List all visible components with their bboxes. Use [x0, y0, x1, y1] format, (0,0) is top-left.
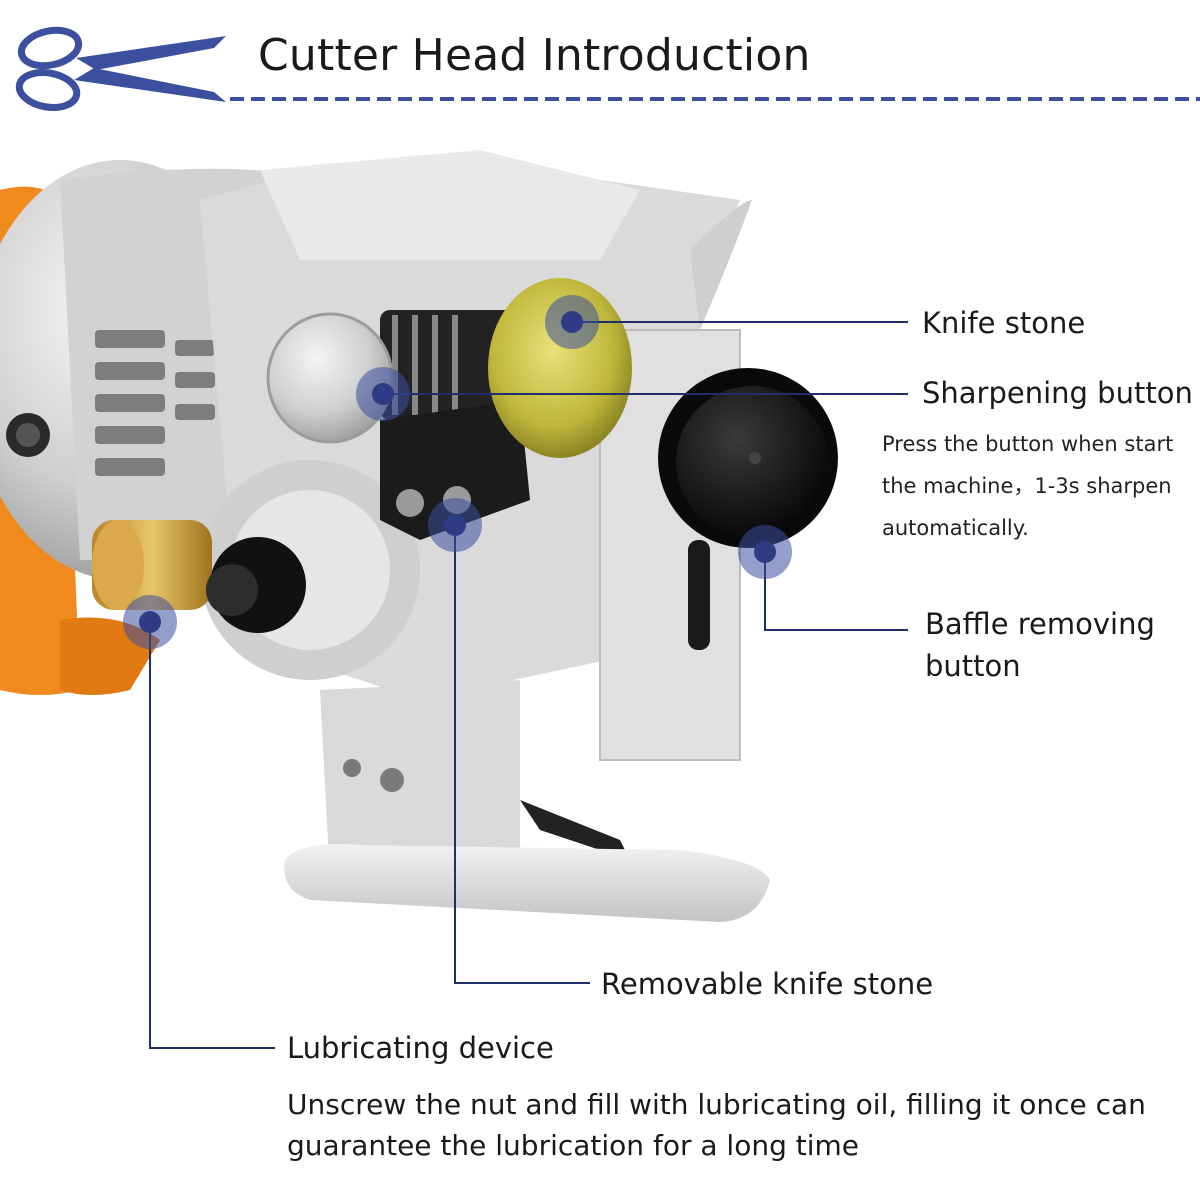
sharpening-note-line-1: Press the button when start	[882, 432, 1174, 456]
sharpening-button-note: Press the button when start the machine，…	[882, 423, 1192, 549]
baffle-removing-button-label: Baffle removing button	[925, 603, 1155, 687]
lubricating-desc-line-1: Unscrew the nut and fill with lubricatin…	[287, 1088, 1146, 1121]
page-title: Cutter Head Introduction	[258, 30, 811, 81]
lubricating-device-description: Unscrew the nut and fill with lubricatin…	[287, 1084, 1187, 1166]
baffle-removing-button-marker	[738, 525, 792, 579]
lubricating-device-label: Lubricating device	[287, 1031, 554, 1065]
knife-stone-marker	[545, 295, 599, 349]
callout-markers	[123, 295, 792, 649]
removable-knife-stone-label: Removable knife stone	[601, 967, 934, 1001]
baffle-label-line-2: button	[925, 649, 1021, 683]
lubricating-desc-line-2: guarantee the lubrication for a long tim…	[287, 1129, 860, 1162]
knife-stone-label: Knife stone	[922, 306, 1086, 340]
sharpening-note-line-2: the machine，1-3s sharpen	[882, 474, 1172, 498]
machine-body	[0, 150, 838, 922]
sharpening-note-line-3: automatically.	[882, 516, 1029, 540]
sharpening-button-marker	[356, 367, 410, 421]
lubricating-device-marker	[123, 595, 177, 649]
baffle-label-line-1: Baffle removing	[925, 607, 1155, 641]
sharpening-button-label: Sharpening button	[922, 376, 1193, 410]
leader-lines	[149, 321, 908, 1049]
removable-knife-stone-marker	[428, 498, 482, 552]
scissors-icon	[15, 26, 226, 111]
